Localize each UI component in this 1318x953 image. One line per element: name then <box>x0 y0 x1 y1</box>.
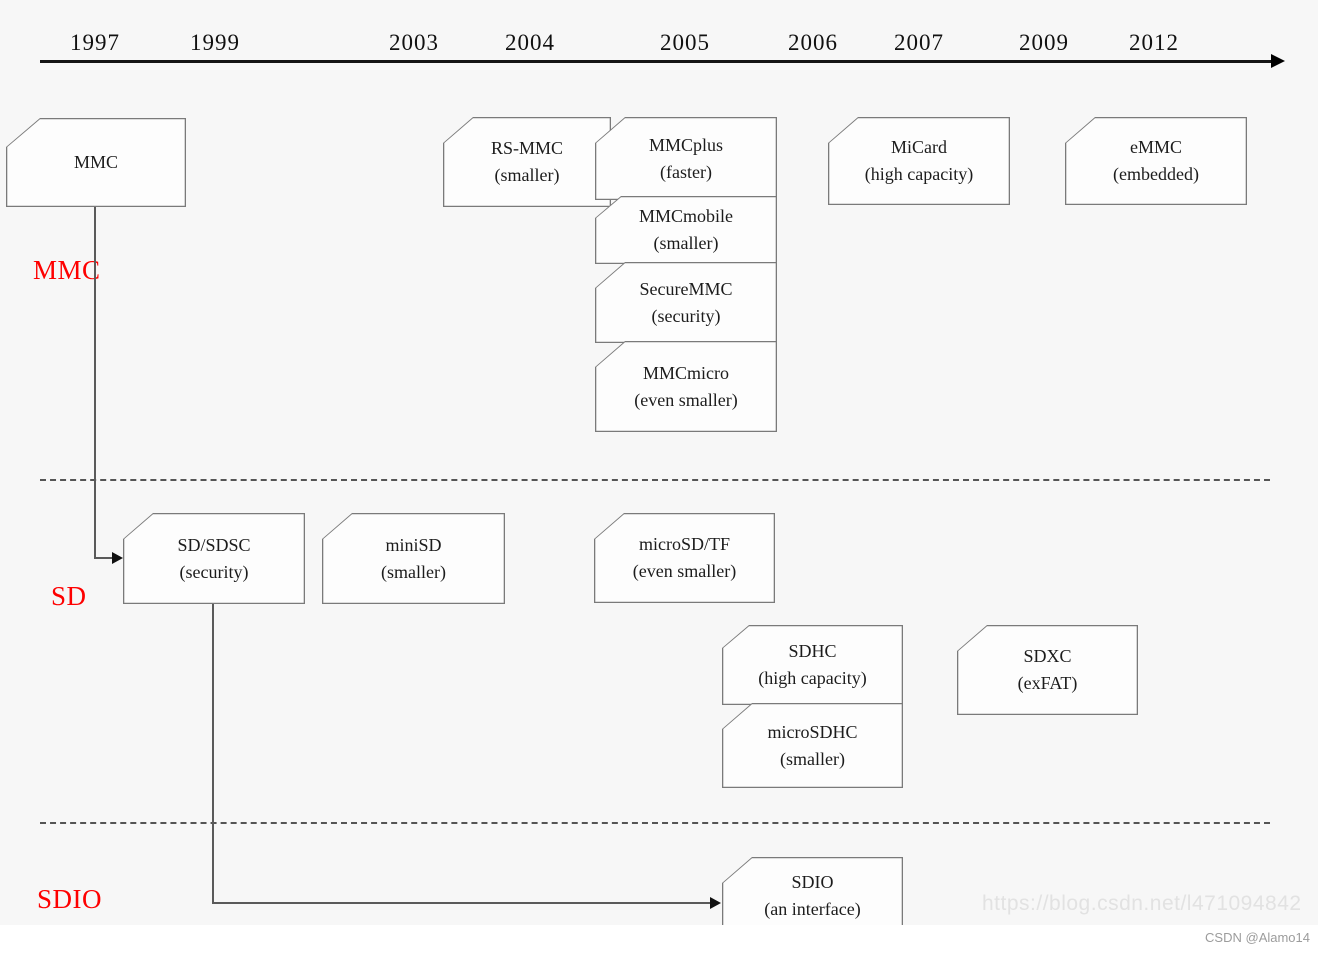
card-shape <box>595 117 777 200</box>
card-subtitle: (high capacity) <box>758 668 867 688</box>
watermark-credit: CSDN @Alamo14 <box>1205 930 1310 945</box>
diagram-canvas: 1997 1999 2003 2004 2005 2006 2007 2009 … <box>0 0 1318 925</box>
card-title: MMCmobile <box>638 206 733 226</box>
card-securemmc: SecureMMC (security) <box>595 262 777 343</box>
card-microsd-tf: microSD/TF (even smaller) <box>594 513 775 603</box>
connector-sd-to-sdio-horizontal <box>212 902 710 904</box>
year-label-1997: 1997 <box>70 30 120 55</box>
card-shape <box>1065 117 1247 205</box>
card-sdhc: SDHC (high capacity) <box>722 625 903 705</box>
divider-mmc-sd <box>40 479 1270 481</box>
card-shape <box>595 196 777 264</box>
connector-sd-to-sdio-arrowhead-icon <box>710 897 721 909</box>
year-label-2012: 2012 <box>1129 30 1179 55</box>
card-emmc: eMMC (embedded) <box>1065 117 1247 205</box>
connector-mmc-to-sd-arrowhead-icon <box>112 552 123 564</box>
card-mmcmobile: MMCmobile (smaller) <box>595 196 777 264</box>
card-subtitle: (smaller) <box>494 165 560 185</box>
card-subtitle: (faster) <box>660 161 712 182</box>
card-subtitle: (smaller) <box>780 748 845 769</box>
card-rs-mmc: RS-MMC (smaller) <box>443 117 611 207</box>
card-shape <box>595 262 777 343</box>
card-subtitle: (even smaller) <box>634 389 738 410</box>
card-shape <box>123 513 305 604</box>
card-shape <box>722 625 903 705</box>
connector-mmc-to-sd-vertical <box>94 207 96 558</box>
card-title: SD/SDSC <box>177 534 251 555</box>
card-title: microSD/TF <box>638 534 730 554</box>
divider-sd-sdio <box>40 822 1270 824</box>
card-shape <box>322 513 505 604</box>
card-shape <box>722 857 903 925</box>
card-subtitle: (embedded) <box>1113 164 1199 184</box>
card-title: SDXC <box>1023 646 1072 666</box>
year-label-2004: 2004 <box>505 30 555 55</box>
card-title: MMCmicro <box>642 362 729 383</box>
card-microsdhc: microSDHC (smaller) <box>722 703 903 788</box>
watermark-url: https://blog.csdn.net/l471094842 <box>982 892 1302 915</box>
card-subtitle: (smaller) <box>381 561 446 582</box>
year-label-2003: 2003 <box>389 30 439 55</box>
card-subtitle: (smaller) <box>653 233 719 253</box>
band-label-mmc: MMC <box>33 255 101 285</box>
band-label-sdio: SDIO <box>37 884 103 914</box>
card-title: MMC <box>73 152 118 172</box>
card-subtitle: (even smaller) <box>632 561 737 581</box>
card-subtitle: (security) <box>179 561 249 582</box>
card-subtitle: (exFAT) <box>1017 673 1078 693</box>
card-title: RS-MMC <box>490 138 564 158</box>
year-label-2007: 2007 <box>894 30 944 55</box>
card-sdio: SDIO (an interface) <box>722 857 903 925</box>
connector-sd-to-sdio-vertical <box>212 604 214 904</box>
year-label-2006: 2006 <box>788 30 838 55</box>
card-minisd: miniSD (smaller) <box>322 513 505 604</box>
card-shape <box>722 703 903 788</box>
card-title: eMMC <box>1129 137 1182 157</box>
card-shape <box>443 117 611 207</box>
card-title: miniSD <box>385 534 442 555</box>
connector-mmc-to-sd-horizontal <box>94 557 114 559</box>
card-subtitle: (security) <box>651 305 721 326</box>
card-title: SecureMMC <box>639 278 733 299</box>
card-sd-sdsc: SD/SDSC (security) <box>123 513 305 604</box>
card-title: MMCplus <box>648 134 724 155</box>
card-shape <box>957 625 1138 715</box>
card-shape <box>595 341 777 432</box>
card-title: MiCard <box>891 137 947 157</box>
card-sdxc: SDXC (exFAT) <box>957 625 1138 715</box>
card-subtitle: (high capacity) <box>864 164 974 184</box>
year-label-2009: 2009 <box>1019 30 1069 55</box>
card-subtitle: (an interface) <box>764 899 861 919</box>
card-title: SDHC <box>788 641 837 661</box>
card-title: SDIO <box>791 872 834 892</box>
timeline-axis <box>40 60 1273 63</box>
card-mmc: MMC <box>6 118 186 207</box>
year-label-1999: 1999 <box>190 30 240 55</box>
card-shape <box>828 117 1010 205</box>
card-mmcmicro: MMCmicro (even smaller) <box>595 341 777 432</box>
card-shape <box>6 118 186 207</box>
timeline-arrowhead-icon <box>1271 54 1285 68</box>
footer-strip: CSDN @Alamo14 <box>0 925 1318 953</box>
card-title: microSDHC <box>767 721 858 742</box>
card-mmcplus: MMCplus (faster) <box>595 117 777 200</box>
band-label-sd: SD <box>51 581 87 611</box>
card-shape <box>594 513 775 603</box>
card-micard: MiCard (high capacity) <box>828 117 1010 205</box>
year-label-2005: 2005 <box>660 30 710 55</box>
